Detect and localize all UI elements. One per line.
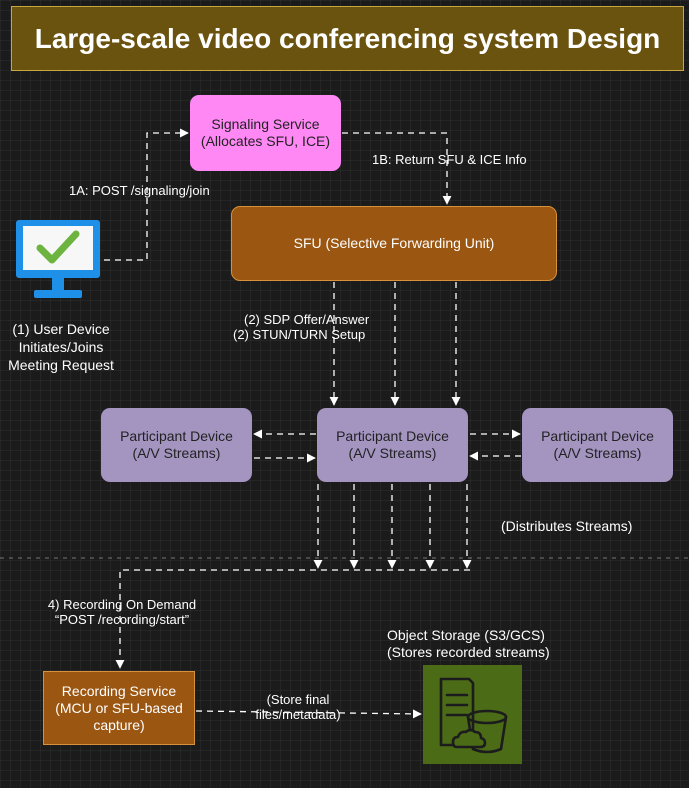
participant-left-line1: Participant Device [120,428,233,444]
bucket-document-icon [439,677,508,754]
signaling-line1: Signaling Service [211,116,320,132]
user-device-line1: (1) User Device [12,321,110,337]
recording-demand-label: 4) Recording On Demand “POST /recording/… [43,597,201,627]
page-title: Large-scale video conferencing system De… [11,6,684,71]
edge-user-to-signaling [104,128,189,261]
sdp-label: (2) SDP Offer/Answer [244,312,370,327]
recording-demand-line2: “POST /recording/start” [54,612,190,627]
signaling-line2: (Allocates SFU, ICE) [200,133,331,149]
object-storage-node[interactable] [423,665,522,764]
recording-line1: Recording Service [61,682,177,699]
participant-mid-line1: Participant Device [336,428,449,444]
recording-line2: (MCU or SFU-based [55,699,183,716]
edge-recording-to-storage [195,709,422,719]
signaling-service-node[interactable]: Signaling Service (Allocates SFU, ICE) [190,95,341,171]
recording-service-node[interactable]: Recording Service (MCU or SFU-based capt… [43,671,195,745]
store-final-line1: (Store final [266,692,330,707]
storage-line1: Object Storage (S3/GCS) [387,627,545,643]
participant-mid-line2: (A/V Streams) [348,445,437,461]
return-sfu-label: 1B: Return SFU & ICE Info [372,152,527,167]
distributes-label: (Distributes Streams) [501,518,633,534]
store-final-line2: files/metadata) [255,707,341,722]
participant-right-line1: Participant Device [541,428,654,444]
recording-demand-line1: 4) Recording On Demand [47,597,197,612]
user-device-line3: Meeting Request [8,357,114,373]
user-device-label: (1) User Device Initiates/Joins Meeting … [3,320,119,374]
page-title-text: Large-scale video conferencing system De… [34,23,661,54]
storage-label: Object Storage (S3/GCS) (Stores recorded… [387,627,550,661]
stun-label: (2) STUN/TURN Setup [233,327,366,342]
user-device-line2: Initiates/Joins [18,339,104,355]
edge-signaling-to-sfu [342,132,452,205]
store-final-label: (Store final files/metadata) [250,692,346,722]
monitor-check-icon [16,220,100,298]
participant-device-mid[interactable]: Participant Device (A/V Streams) [317,408,468,482]
post-join-label: 1A: POST /signaling/join [69,183,210,198]
participant-left-line2: (A/V Streams) [132,445,221,461]
sfu-label: SFU (Selective Forwarding Unit) [293,235,495,251]
storage-line2: (Stores recorded streams) [387,644,550,660]
sfu-node[interactable]: SFU (Selective Forwarding Unit) [231,206,557,281]
recording-line3: capture) [93,716,145,733]
participant-right-line2: (A/V Streams) [553,445,642,461]
participant-device-left[interactable]: Participant Device (A/V Streams) [101,408,252,482]
participant-device-right[interactable]: Participant Device (A/V Streams) [522,408,673,482]
